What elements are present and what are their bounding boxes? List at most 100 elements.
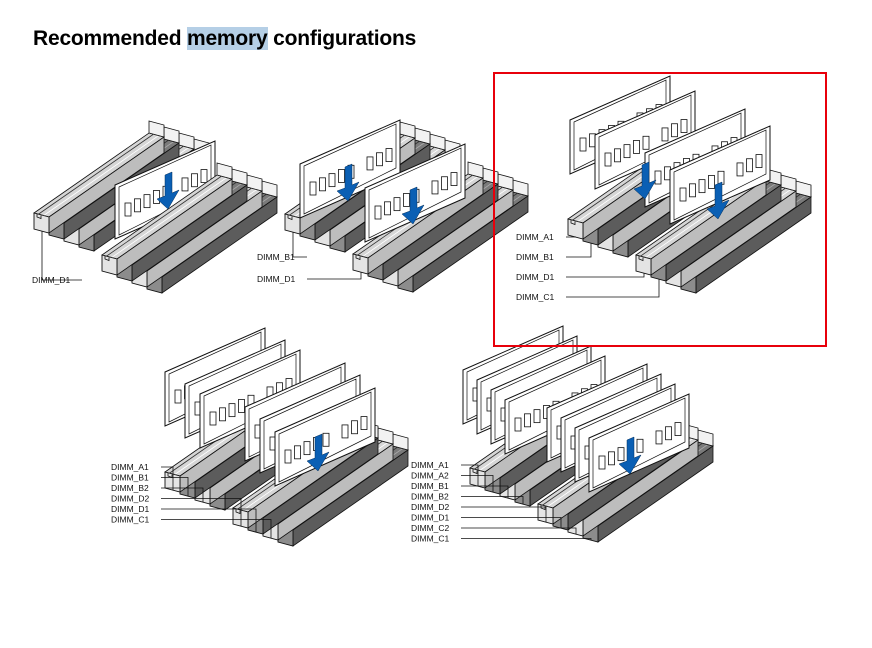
eight-dimms-dimm-chip	[533, 409, 541, 424]
label-leader-line	[161, 498, 242, 526]
one-dimm-bank-left-slot-groove	[37, 134, 154, 215]
eight-dimms-bank-right-slot-latch	[537, 503, 554, 525]
two-dimms-dimm-chip	[450, 172, 458, 186]
six-dimms-dimm-chip	[174, 389, 182, 404]
four-dimms-dimm-chip	[623, 144, 631, 159]
four-dimms-dimm-chip	[654, 170, 662, 185]
eight-dimms-dimm-chip	[665, 426, 672, 441]
six-dimms-bank-right-latch-notch	[235, 509, 241, 515]
two-dimms-dimm-chip	[366, 156, 374, 171]
title-text-after: configurations	[267, 27, 417, 50]
six-dimms-dimm-chip	[341, 424, 349, 439]
four-dimms-dimm-chip	[633, 140, 640, 154]
dimm-diagram-1: DIMM_D1	[32, 120, 278, 294]
six-dimms-dimm-chip	[284, 449, 292, 464]
one-dimm-dimm-chip	[191, 173, 198, 188]
label-leader-line	[161, 508, 257, 532]
four-dimms-dimm-chip	[689, 183, 696, 198]
two-dimms-dimm-chip	[403, 193, 410, 207]
dimm-slot-label: DIMM_C2	[411, 523, 450, 533]
four-dimms-dimm-chip	[671, 123, 678, 138]
two-dimms-dimm-chip	[385, 148, 393, 162]
dimm-slot-label: DIMM_A1	[411, 460, 449, 470]
dimm-slot-label: DIMM_D1	[516, 272, 555, 282]
highlight-box	[493, 72, 827, 347]
label-leader-line	[307, 272, 362, 280]
one-dimm-group	[33, 120, 278, 294]
dimm-slot-label: DIMM_C1	[411, 534, 450, 544]
dimm-slot-label: DIMM_B1	[516, 252, 554, 262]
eight-dimms-dimm-chip	[598, 455, 606, 470]
label-leader-line	[161, 466, 174, 490]
six-dimms-dimm-chip	[294, 445, 301, 460]
label-leader-line	[161, 477, 189, 496]
two-dimms-dimm-border	[368, 147, 462, 239]
label-leader-line	[292, 232, 307, 258]
one-dimm-dimm-chip	[153, 190, 160, 204]
two-dimms-dimm-border	[303, 123, 397, 215]
figure-one-dimm: DIMM_D1	[30, 95, 278, 305]
label-leader-line	[461, 527, 577, 534]
eight-dimms-dimm-chip	[524, 413, 531, 428]
two-dimms-dimm-chip	[328, 173, 336, 188]
four-dimms-dimm-chip	[698, 179, 706, 194]
label-leader-line	[161, 487, 204, 502]
four-dimms-dimm-chip	[755, 154, 763, 168]
dimm-slot-label: DIMM_D1	[411, 513, 450, 523]
eight-dimms-dimm-chip	[514, 417, 522, 432]
eight-dimms-group	[462, 325, 714, 543]
two-dimms-dimm-chip	[431, 180, 439, 195]
four-dimms-bank-left-slot-latch	[567, 218, 584, 240]
four-dimms-bank-left-latch-notch	[570, 220, 576, 226]
label-leader-line	[461, 496, 524, 504]
one-dimm-dimm-chip	[134, 198, 141, 213]
four-dimms-dimm-chip	[642, 135, 650, 150]
title-text-before: Recommended	[33, 27, 187, 50]
four-dimms-dimm-chip	[736, 162, 744, 177]
six-dimms-dimm-chip	[209, 411, 217, 426]
six-dimms-dimm-chip	[322, 432, 330, 447]
two-dimms-dimm-chip	[441, 176, 448, 191]
four-dimms-dimm-chip	[746, 158, 753, 173]
two-dimms-bank-left-slot-latch	[284, 213, 301, 235]
dimm-slot-label: DIMM_B1	[257, 252, 295, 262]
dimm-slot-label: DIMM_A2	[411, 471, 449, 481]
four-dimms-dimm-chip	[680, 119, 688, 133]
six-dimms-bank-left-latch-notch	[167, 473, 173, 479]
one-dimm-bank-right-latch-notch	[104, 256, 110, 262]
eight-dimms-bank-right-latch-notch	[540, 505, 546, 511]
dimm-slot-label: DIMM_A1	[111, 462, 149, 472]
eight-dimms-insert-arrow-icon	[618, 436, 642, 475]
dimm-slot-label: DIMM_D2	[411, 502, 450, 512]
one-dimm-bank-left-slot-groove	[42, 135, 159, 217]
four-dimms-dimm-chip	[708, 175, 715, 189]
two-dimms-group	[284, 119, 529, 293]
one-dimm-bank-right-slot-groove	[110, 177, 227, 259]
one-dimm-dimm-chip	[200, 169, 208, 183]
six-dimms-group	[164, 327, 409, 547]
two-dimms-insert-arrow-icon	[336, 163, 360, 202]
six-dimms-dimm-chip	[228, 403, 236, 418]
six-dimms-dimm-chip	[219, 407, 226, 422]
label-leader-line	[161, 519, 272, 538]
one-dimm-bank-left-latch-notch	[36, 214, 42, 220]
two-dimms-dimm-chip	[319, 177, 326, 192]
dimm-slot-label: DIMM_D1	[111, 504, 150, 514]
two-dimms-dimm-chip	[384, 201, 391, 216]
four-dimms-insert-arrow-icon	[633, 161, 657, 200]
six-dimms-dimm-border	[278, 391, 372, 483]
eight-dimms-dimm-border	[592, 397, 686, 489]
one-dimm-bank-right-slot-latch	[101, 254, 118, 276]
page-title: Recommended memory configurations	[33, 27, 416, 51]
four-dimms-insert-arrow-icon	[706, 181, 730, 220]
six-dimms-bank-right-slot-latch	[232, 507, 249, 529]
dimm-slot-label: DIMM_D1	[257, 274, 296, 284]
one-dimm-insert-arrow-icon	[156, 171, 180, 210]
label-leader-line	[566, 279, 660, 298]
four-dimms-bank-right-slot-latch	[635, 254, 652, 276]
dimm-slot-label: DIMM_C1	[516, 292, 555, 302]
